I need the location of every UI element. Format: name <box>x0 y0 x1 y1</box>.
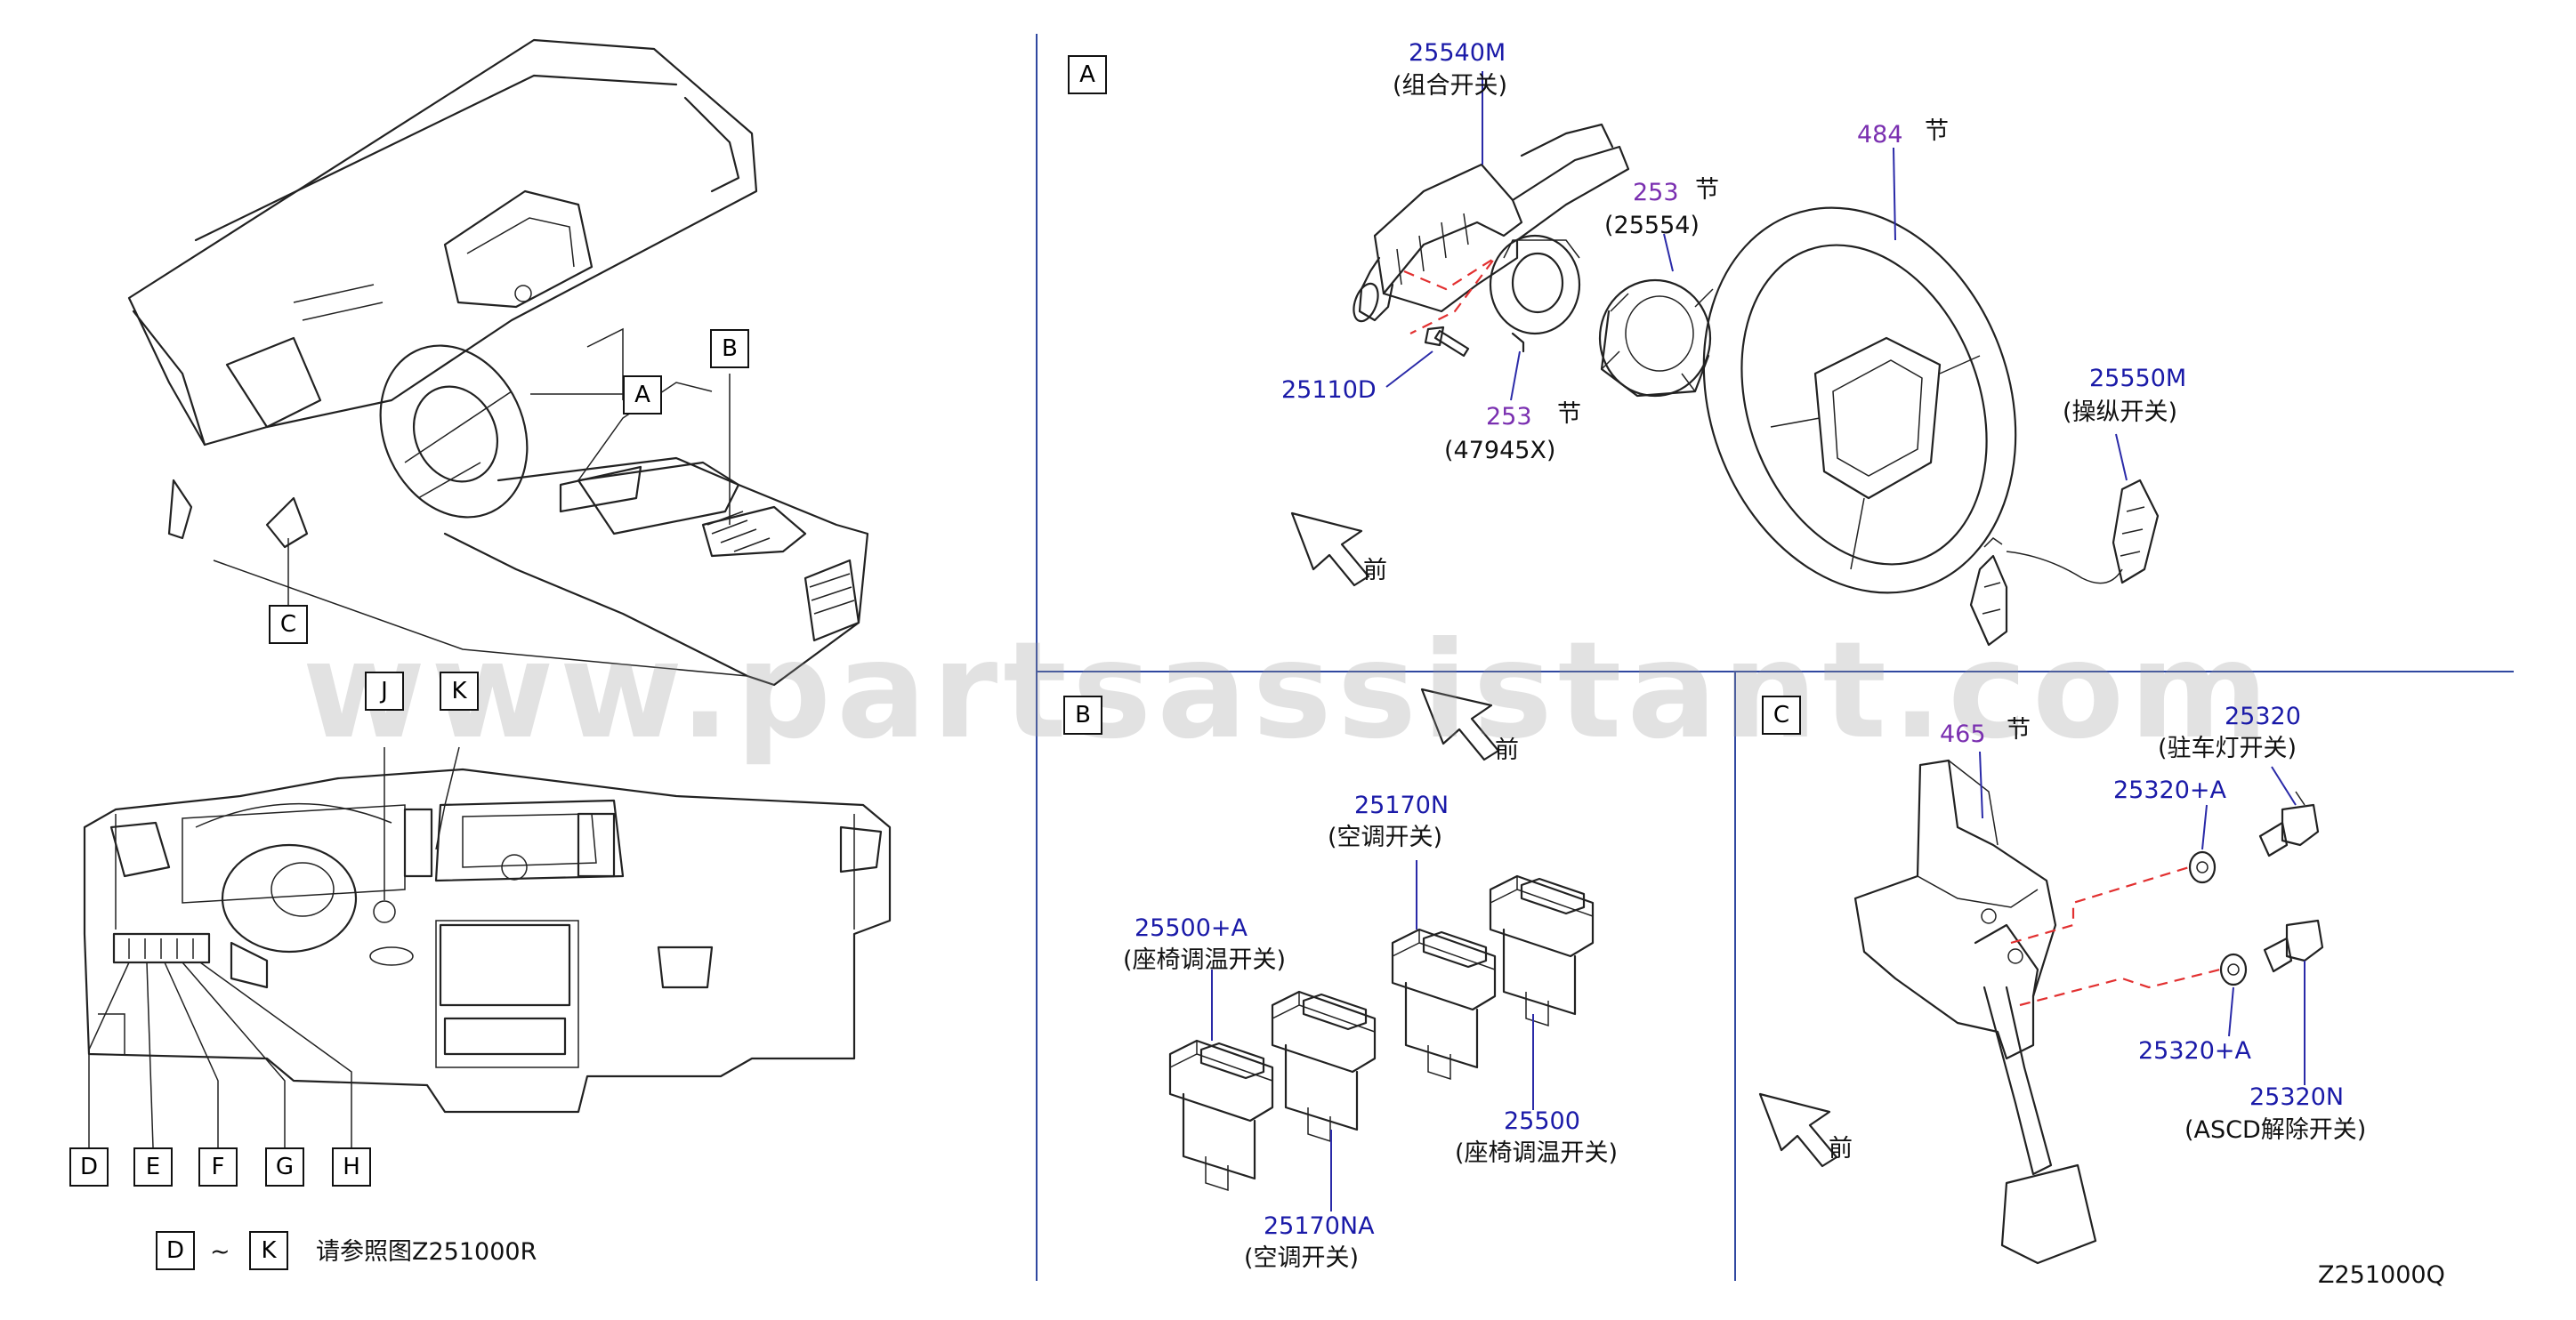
ac-switch-drawing <box>1391 928 1497 1081</box>
part-name-seat-switch-a: (座椅调温开关) <box>1123 946 1287 974</box>
callout-box-j[interactable]: J <box>365 672 404 711</box>
leader-k <box>435 746 460 850</box>
leader-25320a-top <box>2201 804 2208 850</box>
panel-box-c: C <box>1762 696 1801 735</box>
part-number-25320a-top[interactable]: 25320+A <box>2113 777 2226 804</box>
leader-465 <box>1979 751 1983 819</box>
section-unit-465: 节 <box>2007 716 2031 744</box>
clock-spring-sensor-drawing <box>1489 234 1581 353</box>
part-number-25170na[interactable]: 25170NA <box>1264 1212 1375 1240</box>
leader-g <box>182 962 286 1147</box>
section-253-b[interactable]: 253 <box>1486 403 1532 431</box>
screw-drawing <box>1424 326 1470 358</box>
front-label-b: 前 <box>1495 736 1519 764</box>
callout-box-g[interactable]: G <box>265 1147 304 1187</box>
part-name-steering-switch: (操纵开关) <box>2063 398 2178 426</box>
callout-box-a[interactable]: A <box>623 375 662 415</box>
leader-484 <box>1893 147 1896 241</box>
pedal-bracket-drawing <box>1853 759 2097 1265</box>
part-number-25500[interactable]: 25500 <box>1504 1107 1580 1135</box>
part-number-25500a[interactable]: 25500+A <box>1135 914 1248 942</box>
part-name-stop-lamp-switch: (驻车灯开关) <box>2158 735 2297 762</box>
leader-e <box>146 962 154 1148</box>
part-number-25540m[interactable]: 25540M <box>1409 39 1506 67</box>
leader-25320a-bottom <box>2228 986 2234 1037</box>
section-465[interactable]: 465 <box>1940 720 1986 748</box>
ac-switch-na-drawing <box>1271 990 1377 1143</box>
section-253-a[interactable]: 253 <box>1633 179 1679 206</box>
dashed-connection-a <box>1403 257 1496 334</box>
spiral-cable-drawing <box>1598 278 1714 398</box>
part-name-ac-switch-na: (空调开关) <box>1244 1244 1360 1272</box>
part-name-ascd-switch: (ASCD解除开关) <box>2184 1116 2367 1144</box>
reference-box-k[interactable]: K <box>249 1231 288 1270</box>
leader-d <box>88 962 130 1147</box>
front-arrow-c <box>1758 1092 1838 1168</box>
diagram-code: Z251000Q <box>2318 1261 2445 1289</box>
leader-25110d <box>1385 350 1433 388</box>
front-arrow-a <box>1290 511 1370 587</box>
part-number-25554: (25554) <box>1604 212 1700 239</box>
section-unit-253-b: 节 <box>1557 400 1581 428</box>
part-number-25170n[interactable]: 25170N <box>1354 792 1450 819</box>
leader-253-b <box>1510 350 1521 401</box>
part-name-combo-switch: (组合开关) <box>1393 72 1508 100</box>
seat-heater-switch-drawing <box>1489 874 1595 1027</box>
panel-box-b: B <box>1063 696 1102 735</box>
part-number-25320[interactable]: 25320 <box>2225 703 2301 730</box>
dashboard-front-drawing <box>83 768 892 1114</box>
panel-box-a: A <box>1068 55 1107 94</box>
callout-box-c[interactable]: C <box>269 605 308 644</box>
front-label-c: 前 <box>1829 1135 1853 1163</box>
steering-wheel-drawing <box>1702 206 2017 594</box>
callout-box-e[interactable]: E <box>133 1147 173 1187</box>
range-tilde: ~ <box>210 1238 230 1266</box>
stop-lamp-switch-drawing <box>2258 791 2320 857</box>
ascd-switch-drawing <box>2263 919 2324 973</box>
dashed-connection-c2 <box>2019 968 2221 1007</box>
seat-heater-switch-a-drawing <box>1168 1039 1274 1192</box>
callout-box-k[interactable]: K <box>440 672 479 711</box>
part-number-25550m[interactable]: 25550M <box>2089 365 2187 392</box>
section-unit-253-a: 节 <box>1695 176 1719 204</box>
combination-switch-drawing <box>1353 123 1630 323</box>
section-unit-484: 节 <box>1925 117 1949 145</box>
part-number-25110d[interactable]: 25110D <box>1281 376 1377 404</box>
leader-h <box>199 962 352 1147</box>
part-name-ac-switch: (空调开关) <box>1328 824 1443 851</box>
section-484[interactable]: 484 <box>1857 121 1903 149</box>
leader-25550m <box>2115 433 2128 481</box>
callout-box-f[interactable]: F <box>198 1147 238 1187</box>
front-label-a: 前 <box>1363 557 1387 584</box>
dashed-connection-c1 <box>2010 865 2190 945</box>
part-number-25320n[interactable]: 25320N <box>2249 1083 2345 1111</box>
leader-f <box>164 962 219 1147</box>
interior-perspective-drawing <box>127 38 869 687</box>
leader-253-a <box>1663 233 1674 272</box>
steering-control-switch-drawing <box>1969 479 2160 647</box>
part-number-25320a-bottom[interactable]: 25320+A <box>2138 1037 2251 1065</box>
leader-25320 <box>2271 766 2297 806</box>
callout-box-b[interactable]: B <box>710 329 749 368</box>
part-name-seat-switch: (座椅调温开关) <box>1455 1139 1619 1167</box>
callout-box-d[interactable]: D <box>69 1147 109 1187</box>
part-number-47945x: (47945X) <box>1444 437 1556 464</box>
clip-drawings <box>2188 850 2248 986</box>
callout-box-h[interactable]: H <box>332 1147 371 1187</box>
reference-note: 请参照图Z251000R <box>316 1238 537 1266</box>
reference-box-d[interactable]: D <box>156 1231 195 1270</box>
front-arrow-b <box>1420 688 1500 761</box>
